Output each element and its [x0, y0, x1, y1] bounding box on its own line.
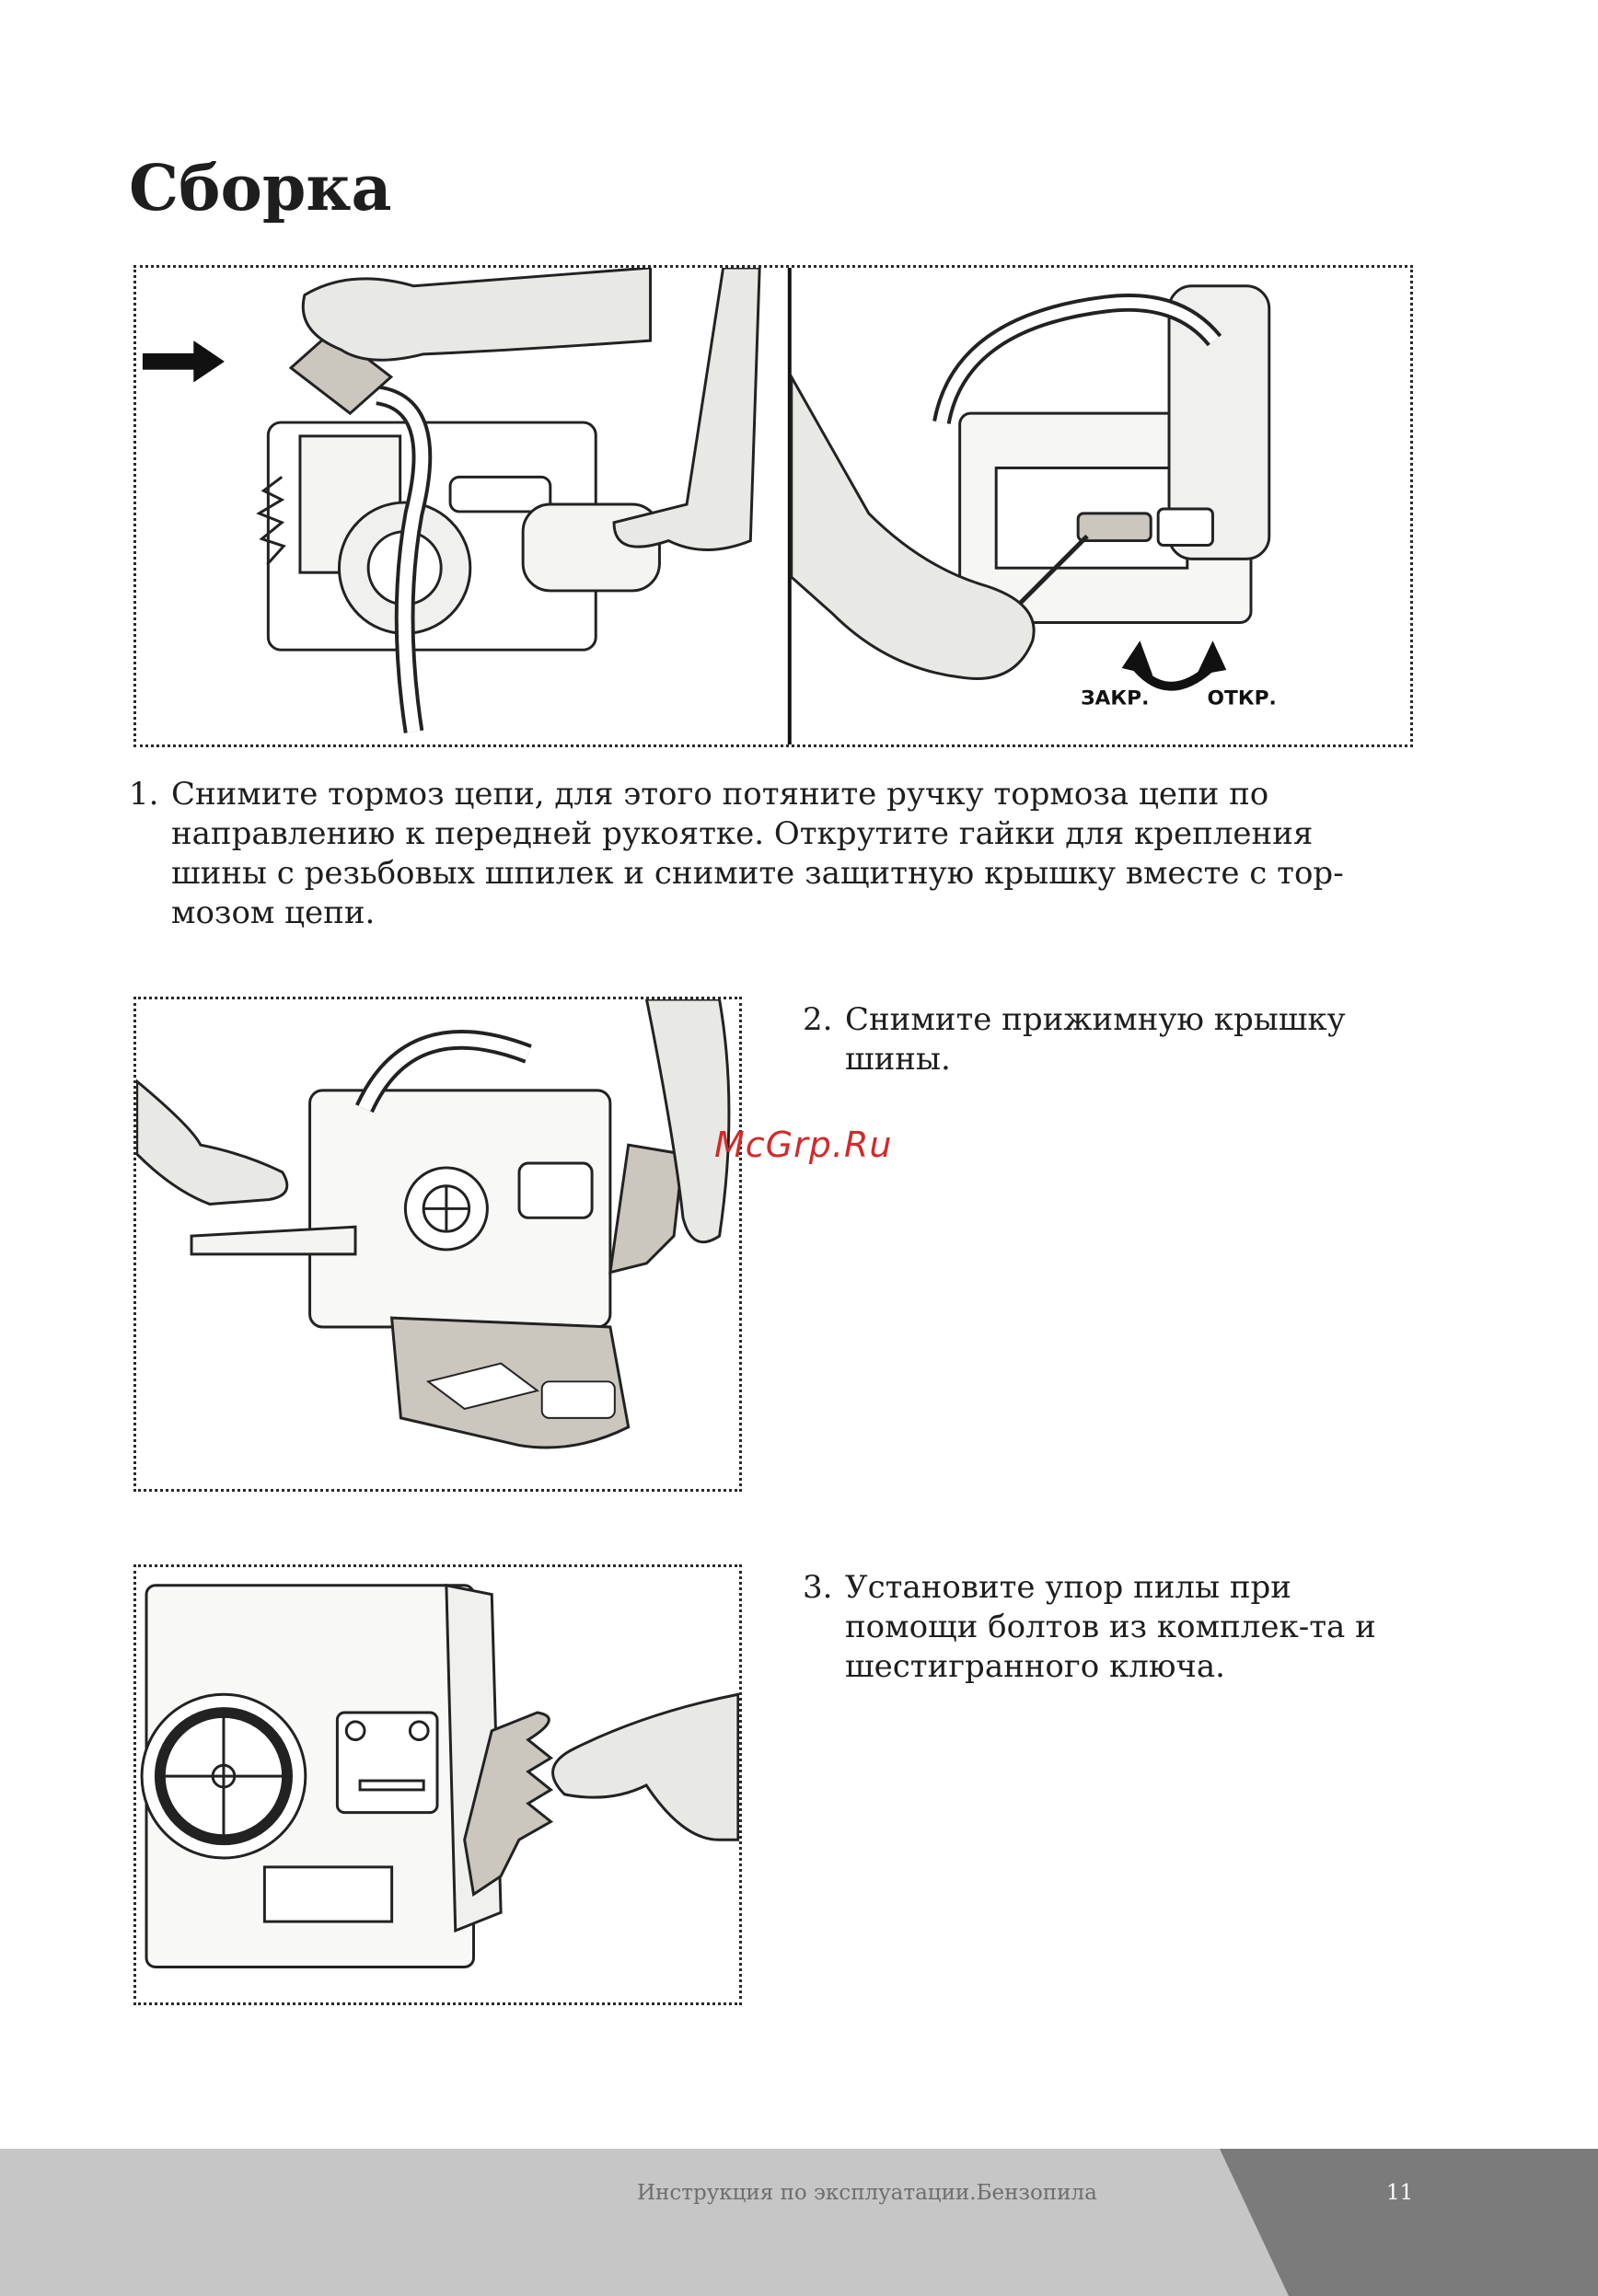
arrow-right-icon [142, 340, 225, 383]
label-close: ЗАКР. [1081, 687, 1149, 710]
illustration-remove-bar-cover [133, 997, 742, 1492]
step-3-number: 3. [803, 1569, 833, 1606]
watermark: McGrp.Ru [714, 1125, 893, 1165]
footer-title: Инструкция по эксплуатации.Бензопила [637, 2181, 1097, 2205]
illustration-remove-chain-brake: ЗАКР. ОТКР. [133, 265, 1413, 747]
chainsaw-drawing-1: ЗАКР. ОТКР. [142, 268, 1277, 744]
step-2-text: Снимите прижимную крышку шины. [845, 1001, 1346, 1078]
illustration-install-bucking-spike [133, 1564, 742, 2005]
step-2-number: 2. [803, 1001, 833, 1038]
chainsaw-drawing-3 [140, 1583, 739, 1968]
chainsaw-drawing-2 [136, 999, 731, 1449]
step-1-text: Снимите тормоз цепи, для этого потяните … [171, 776, 1344, 931]
page-number: 11 [1386, 2181, 1414, 2205]
step-2: 2. Снимите прижимную крышку шины. [803, 1000, 1410, 1079]
page-footer [0, 2149, 1598, 2296]
step-1: 1. Снимите тормоз цепи, для этого потяни… [129, 775, 1418, 933]
label-open: ОТКР. [1208, 687, 1277, 710]
step-3-text: Установите упор пилы при помощи болтов и… [845, 1569, 1376, 1685]
step-1-number: 1. [129, 776, 159, 813]
footer-background [0, 2149, 1598, 2296]
step-3: 3. Установите упор пилы при помощи болто… [803, 1568, 1410, 1687]
page-title: Сборка [129, 152, 392, 225]
